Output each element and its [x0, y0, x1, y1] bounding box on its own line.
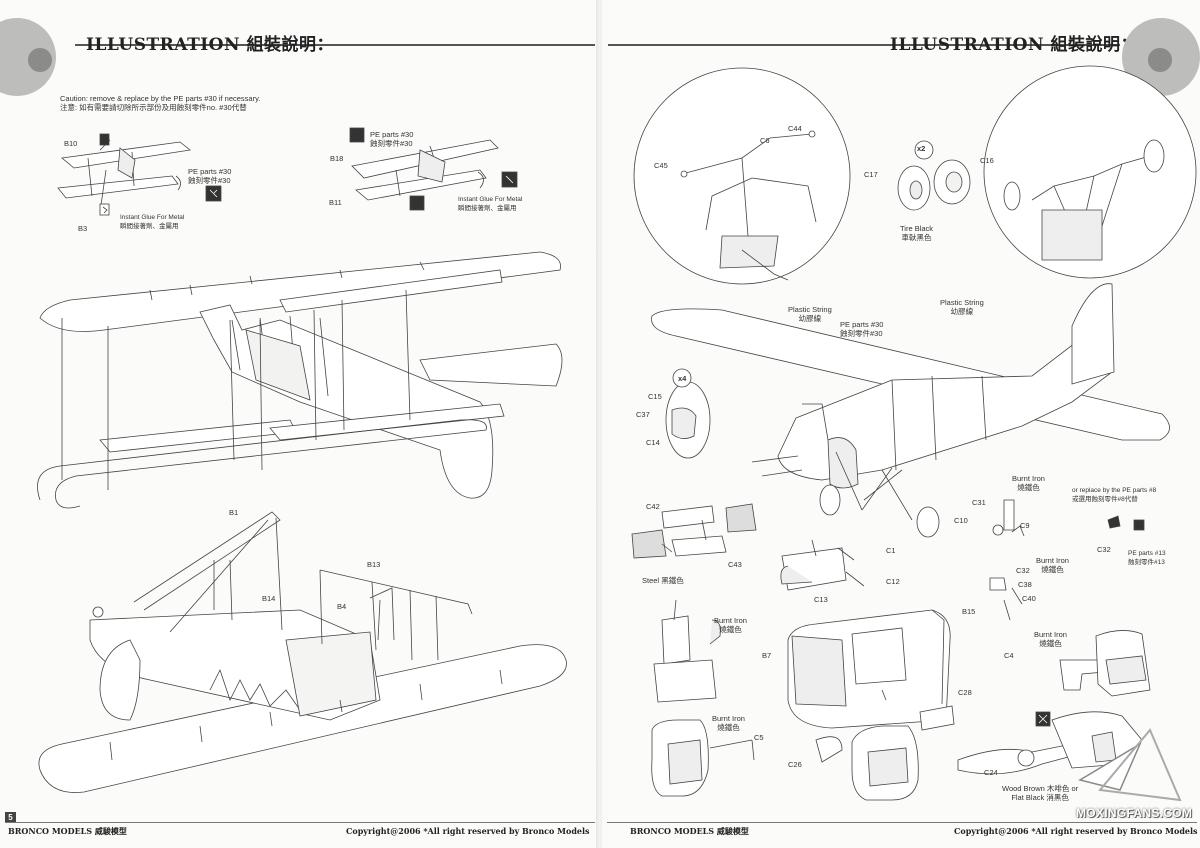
page-title-right: ILLUSTRATION 組裝說明： [890, 35, 1138, 55]
part-label-c15: C15 [648, 392, 662, 401]
steel-paint-label: Steel 黑鐵色 [642, 576, 684, 585]
part-label-b15: B15 [962, 607, 976, 616]
part-label-c38: C38 [1018, 580, 1032, 589]
part-label-c42: C42 [646, 502, 660, 511]
strut-multiplier: x4 [678, 374, 687, 383]
footer-copyright-left: Copyright@2006 *All right reserved by Br… [346, 826, 590, 836]
part-label-c1: C1 [886, 546, 896, 555]
part-label-b11: B11 [329, 198, 342, 207]
part-label-c14: C14 [646, 438, 660, 447]
right-page: ILLUSTRATION 組裝說明： [602, 0, 1200, 848]
part-label-c32: C32 [1016, 566, 1030, 575]
part-label-c43: C43 [728, 560, 742, 569]
part-label-c4: C4 [1004, 651, 1014, 660]
exhaust-drawing [989, 499, 1145, 621]
part-label-b14: B14 [262, 594, 276, 603]
step1-tail-drawing [57, 133, 222, 216]
lower-airframe-drawing [38, 511, 567, 793]
part-label-c17: C17 [864, 170, 878, 179]
wheels-multiplier: x2 [917, 144, 926, 153]
part-label-b3: B3 [78, 224, 88, 233]
cowling-lower-drawing [651, 705, 955, 801]
part-label-c9: C9 [1020, 521, 1030, 530]
strut-detail-drawing [680, 130, 817, 281]
footer-brand-right: BRONCO MODELS 威駿模型 [630, 826, 749, 836]
engine-lower-left-drawing [653, 599, 721, 703]
left-page: ILLUSTRATION 組裝說明： Caution: remove & rep… [0, 0, 598, 848]
part-label-c13: C13 [814, 595, 828, 604]
part-label-c28: C28 [958, 688, 972, 697]
part-label-c5: C5 [754, 733, 764, 742]
wheel-drawings [897, 159, 971, 211]
part-label-c26: C26 [788, 760, 802, 769]
part-label-b18: B18 [330, 154, 344, 163]
detail-circle-strut [633, 67, 851, 285]
part-label-c16: C16 [980, 156, 994, 165]
part-label-c24: C24 [984, 768, 998, 777]
cowling-drawing [787, 609, 951, 729]
part-label-b4: B4 [337, 602, 347, 611]
part-label-b7: B7 [762, 651, 772, 660]
part-label-c6: C6 [760, 136, 770, 145]
part-label-b13: B13 [367, 560, 381, 569]
part-label-b10: B10 [64, 139, 78, 148]
footer-copyright-right: Copyright@2006 *All right reserved by Br… [954, 826, 1198, 836]
watermark-text: MOXINGFANS.COM [1076, 806, 1193, 820]
right-page-drawings [631, 65, 1197, 801]
propeller-drawing [957, 711, 1143, 775]
part-label-b1: B1 [229, 508, 239, 517]
page-gutter [596, 0, 604, 848]
part-label-c45: C45 [654, 161, 668, 170]
caution-zh: 注意: 如有需要請切除所示部份及用蝕刻零件no. #30代替 [60, 103, 247, 112]
page-number: 5 [5, 812, 16, 823]
main-aircraft-drawing [651, 283, 1170, 538]
step2-tail-drawing [349, 127, 518, 211]
part-label-c37: C37 [636, 410, 650, 419]
caution-note: Caution: remove & replace by the PE part… [60, 94, 260, 112]
page-title-left: ILLUSTRATION 組裝說明： [86, 35, 334, 55]
part-label-c12: C12 [886, 577, 900, 586]
footer-brand-left: BRONCO MODELS 威駿模型 [8, 826, 127, 836]
part-label-c31: C31 [972, 498, 986, 507]
left-page-drawings [37, 127, 567, 793]
caution-en: Caution: remove & replace by the PE part… [60, 94, 261, 103]
part-label-c40: C40 [1022, 594, 1036, 603]
gear-detail-drawing [1003, 139, 1165, 261]
part-label-c44: C44 [788, 124, 802, 133]
part-label-c32-alt: C32 [1097, 545, 1111, 554]
engine-exploded-drawing [631, 503, 865, 591]
part-label-c10: C10 [954, 516, 968, 525]
upper-airframe-drawing [37, 251, 563, 509]
detail-circle-gear [983, 65, 1197, 279]
engine-right-drawing [1059, 630, 1151, 697]
